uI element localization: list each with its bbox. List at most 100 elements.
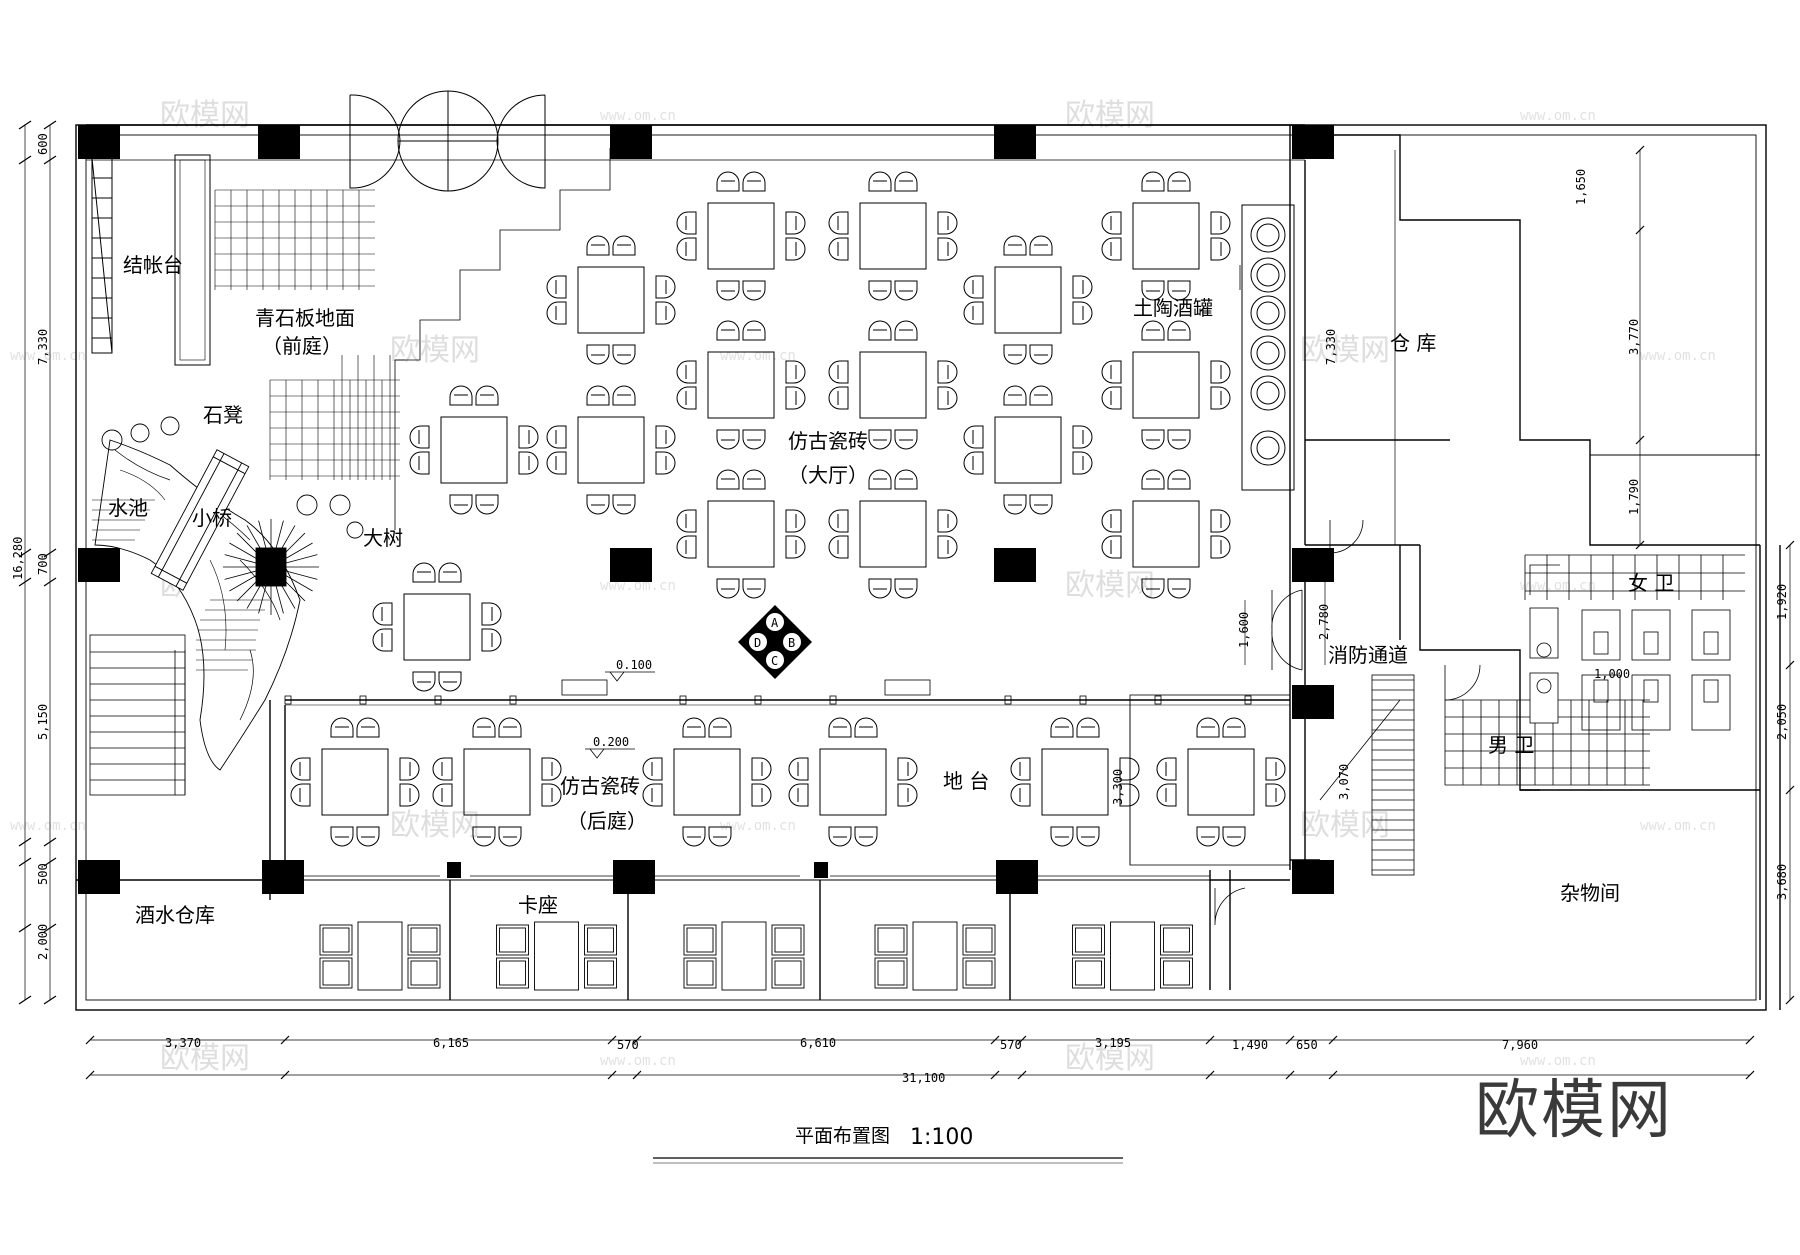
chair [894, 429, 918, 450]
dining-table [676, 320, 806, 450]
watermark-brand: 欧模网 [1065, 568, 1155, 603]
rail-post [359, 695, 367, 705]
watermark-url: www.om.cn [1640, 348, 1716, 364]
dining-table [828, 320, 958, 450]
chair [1265, 757, 1286, 781]
drawing-scale: 1:100 [910, 1125, 973, 1150]
dim-right-upper-2: 3,770 [1627, 319, 1641, 355]
toilet [1643, 679, 1659, 703]
chair [432, 783, 453, 807]
toilet-stall [1581, 674, 1621, 731]
label-back-court-sub: （后庭） [567, 809, 647, 833]
chair [481, 628, 502, 652]
chair [828, 386, 849, 410]
toilet-stall [1631, 674, 1671, 731]
dim-bottom-1: 3,370 [165, 1036, 201, 1050]
chair [785, 237, 806, 261]
chair [1167, 280, 1191, 301]
chair [475, 385, 499, 406]
column [610, 548, 652, 582]
column [996, 860, 1038, 894]
compass-a: A [771, 616, 779, 630]
chair [1196, 826, 1220, 847]
drawing-title: 平面布置图 [795, 1125, 890, 1147]
back-court-rail [284, 679, 1290, 877]
booth [319, 921, 441, 991]
chair [449, 385, 473, 406]
chair [1265, 783, 1286, 807]
chair [1029, 235, 1053, 256]
dim-right-upper-1: 1,650 [1574, 169, 1588, 205]
chair [937, 360, 958, 384]
chair [330, 826, 354, 847]
rail-post [284, 695, 292, 705]
chair [894, 171, 918, 192]
chair [716, 578, 740, 599]
chair [449, 494, 473, 515]
chair [742, 578, 766, 599]
chair [937, 509, 958, 533]
dim-bottom-2: 6,165 [433, 1036, 469, 1050]
chair [785, 360, 806, 384]
chair [676, 211, 697, 235]
chair [894, 469, 918, 490]
chair [1050, 826, 1074, 847]
label-big-tree: 大树 [363, 526, 403, 550]
chair [498, 717, 522, 738]
label-bridge: 小桥 [192, 506, 232, 530]
chair [1003, 494, 1027, 515]
chair [438, 562, 462, 583]
chair [1167, 578, 1191, 599]
toilet-stall [1691, 674, 1731, 731]
rail-post [1244, 695, 1252, 705]
chair [868, 429, 892, 450]
dining-table [546, 235, 676, 365]
chair [498, 826, 522, 847]
chair [742, 320, 766, 341]
chair [330, 717, 354, 738]
chair [1210, 360, 1231, 384]
chair [1210, 509, 1231, 533]
label-mens-wc: 男 卫 [1488, 733, 1534, 757]
chair [1222, 826, 1246, 847]
chair [586, 344, 610, 365]
chair [1101, 535, 1122, 559]
booth [683, 921, 805, 991]
chair [937, 386, 958, 410]
chair [409, 425, 430, 449]
chair [1076, 826, 1100, 847]
label-hall-sub: （大厅） [788, 463, 868, 487]
label-warehouse: 仓 库 [1390, 331, 1436, 355]
chair [412, 562, 436, 583]
chair [708, 717, 732, 738]
dim-stage-depth: 3,300 [1111, 769, 1125, 805]
dim-wc: 1,000 [1594, 667, 1630, 681]
chair [708, 826, 732, 847]
chair [868, 578, 892, 599]
chair [716, 280, 740, 301]
chair [655, 275, 676, 299]
dining-table [1156, 717, 1286, 847]
chair [963, 275, 984, 299]
chair [751, 757, 772, 781]
chair [1003, 235, 1027, 256]
chair [1003, 344, 1027, 365]
dim-left-5: 500 [36, 863, 50, 885]
column [1292, 125, 1334, 159]
chair [1029, 494, 1053, 515]
wine-jar [1250, 335, 1286, 371]
chair [868, 280, 892, 301]
chair [716, 171, 740, 192]
columns [78, 125, 1334, 894]
dim-bottom-8: 650 [1296, 1038, 1318, 1052]
dim-left-1: 600 [36, 133, 50, 155]
toilet [1593, 679, 1609, 703]
label-wine-jars: 土陶酒罐 [1133, 296, 1213, 320]
chair [655, 451, 676, 475]
dining-tables [290, 171, 1286, 847]
compass-d: D [754, 636, 761, 650]
chair [1003, 385, 1027, 406]
column [78, 548, 120, 582]
chair [1141, 320, 1165, 341]
